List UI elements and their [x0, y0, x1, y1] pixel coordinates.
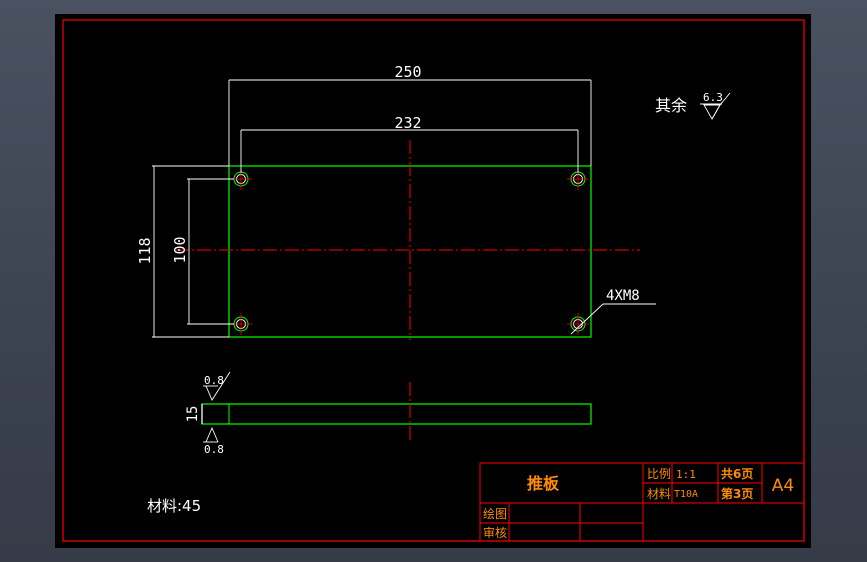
material-label: 材料 — [647, 487, 671, 501]
drawing-border — [62, 19, 805, 542]
general-finish-label: 其余 — [655, 96, 687, 115]
dimension-overall-length — [228, 79, 592, 166]
sheet-number: 第3页 — [721, 486, 753, 501]
dim-text-100: 100 — [171, 236, 189, 263]
sheets-total: 共6页 — [721, 466, 753, 481]
surface-finish-bottom-value: 0.8 — [204, 443, 224, 456]
thread-callout: 4XM8 — [606, 288, 640, 304]
paper-size: A4 — [772, 476, 794, 496]
surface-finish-bottom-symbol — [203, 426, 219, 443]
drawn-by-label: 绘图 — [483, 506, 507, 521]
drawing-sheet — [55, 14, 811, 548]
dim-text-250: 250 — [394, 63, 421, 81]
surface-finish-top-symbol — [203, 371, 231, 401]
scale-label: 比例 — [647, 467, 671, 481]
thread-leader — [570, 303, 656, 335]
dim-text-232: 232 — [394, 114, 421, 132]
scale-value: 1:1 — [676, 468, 696, 481]
material-value: T10A — [674, 489, 698, 500]
surface-finish-top-value: 0.8 — [204, 374, 224, 387]
dim-text-15: 15 — [185, 406, 201, 423]
hole-bottom-right — [567, 313, 589, 335]
plan-view: 250 232 118 100 4XM8 — [136, 63, 656, 340]
side-view: 15 0.8 0.8 — [185, 371, 592, 456]
part-name: 推板 — [527, 474, 560, 493]
title-block — [479, 462, 805, 542]
surface-finish-general-symbol — [700, 92, 731, 120]
dimension-overall-width — [152, 165, 229, 338]
checked-by-label: 审核 — [483, 525, 507, 540]
general-finish-value: 6.3 — [703, 91, 723, 104]
dim-text-118: 118 — [136, 237, 154, 264]
material-note: 材料:45 — [147, 497, 201, 515]
dimension-hole-spacing-y — [187, 178, 234, 325]
dimension-hole-spacing-x — [240, 129, 579, 173]
